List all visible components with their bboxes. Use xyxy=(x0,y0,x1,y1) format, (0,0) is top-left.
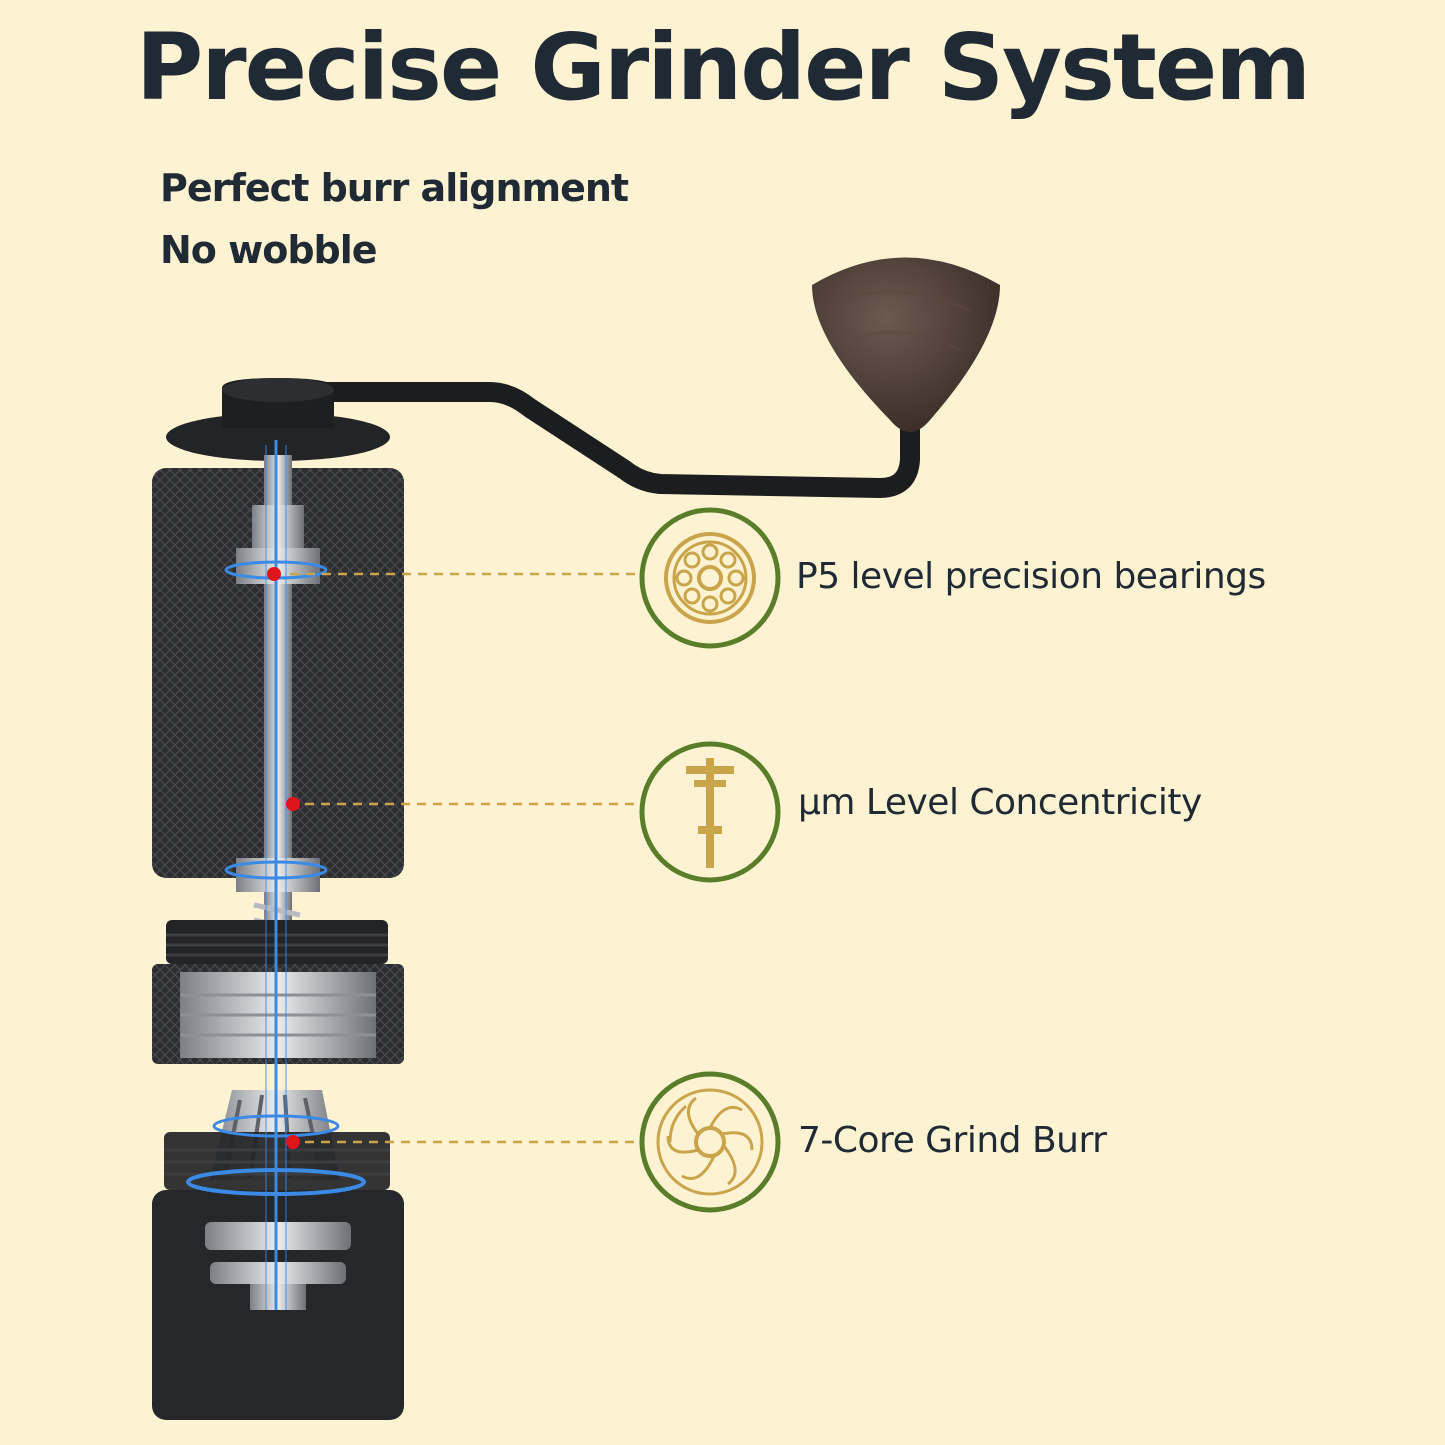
crank-handle xyxy=(290,257,1000,498)
wooden-knob xyxy=(812,257,1000,432)
top-cap xyxy=(166,378,390,461)
bottom-body xyxy=(152,1190,404,1420)
leader-lines xyxy=(290,572,640,1144)
bearing-icon xyxy=(639,507,781,649)
marker-bearing xyxy=(267,567,281,581)
page-title: Precise Grinder System xyxy=(135,14,1311,121)
marker-burr xyxy=(286,1135,300,1149)
subtitle-line-2: No wobble xyxy=(160,228,378,272)
subtitle-line-1: Perfect burr alignment xyxy=(160,166,629,210)
concentric-shaft-icon xyxy=(639,741,781,883)
middle-body xyxy=(152,964,404,1064)
feature-label-bearings: P5 level precision bearings xyxy=(796,556,1266,597)
feature-label-burr: 7-Core Grind Burr xyxy=(798,1120,1107,1161)
burr-icon xyxy=(639,1071,781,1213)
marker-shaft xyxy=(286,797,300,811)
feature-label-concentricity: μm Level Concentricity xyxy=(798,782,1202,823)
